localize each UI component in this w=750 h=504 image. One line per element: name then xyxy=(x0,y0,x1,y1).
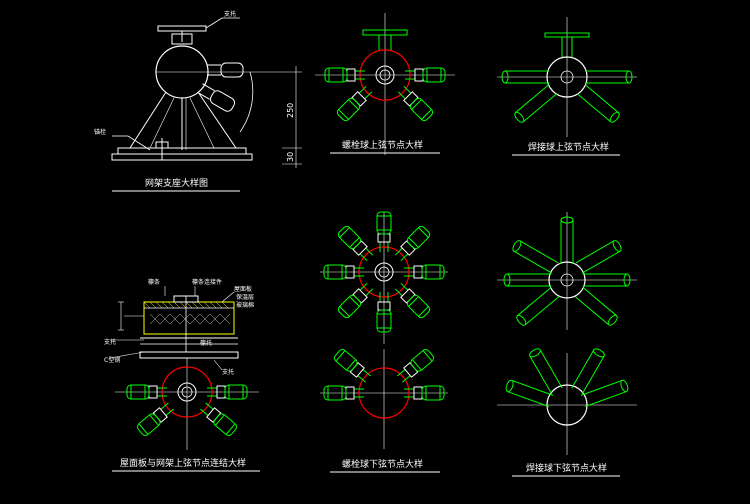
caption-bolt-bottom: 螺栓球下弦节点大样 xyxy=(342,458,423,470)
caption-weld-top: 焊接球上弦节点大样 xyxy=(528,141,609,153)
weld-ball-plan-node xyxy=(497,212,637,330)
roof-ball-node xyxy=(115,358,259,450)
weld-ball-top-node xyxy=(497,17,637,137)
bolt-ball-plan-node xyxy=(320,211,448,344)
roof-label-a: 檩条 xyxy=(148,278,160,286)
caption-support: 网架支座大样图 xyxy=(145,177,208,189)
roof-label-h: C型钢 xyxy=(104,356,120,364)
dim-250: 250 xyxy=(286,103,295,118)
support-top-label: 支托 xyxy=(224,10,236,18)
roof-label-f: 檩托 xyxy=(200,339,212,347)
caption-bolt-top: 螺栓球上弦节点大样 xyxy=(342,139,423,151)
bolt-ball-top-node xyxy=(315,13,455,155)
caption-roof: 屋面板与网架上弦节点连结大样 xyxy=(120,457,246,469)
bolt-ball-bottom-node xyxy=(320,347,448,449)
roof-label-e: 玻璃棉 xyxy=(236,301,254,309)
roof-label-c: 屋面板 xyxy=(234,285,252,293)
support-detail: 支托 锚栓 250 30 网架支座大样图 xyxy=(94,10,302,192)
roof-label-b: 檩条连接件 xyxy=(192,278,222,286)
roof-label-i: 支托 xyxy=(222,368,234,376)
weld-ball-bottom-node xyxy=(497,346,637,455)
dim-30: 30 xyxy=(286,152,295,162)
roof-label-d: 保温层 xyxy=(236,293,254,301)
roof-label-g: 支托 xyxy=(104,338,116,346)
roof-connection-detail: 檩条 檩条连接件 屋面板 保温层 玻璃棉 檩托 支托 C型钢 支托 xyxy=(104,278,254,376)
support-left-label: 锚栓 xyxy=(94,128,106,136)
caption-weld-bottom: 焊接球下弦节点大样 xyxy=(526,462,607,474)
